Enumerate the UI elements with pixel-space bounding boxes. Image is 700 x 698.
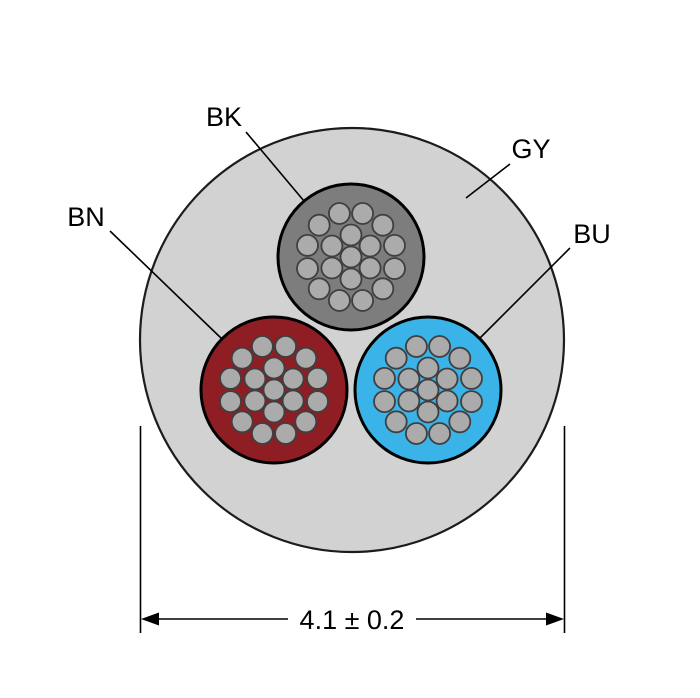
strands-bn [219,335,329,445]
label-gy: GY [511,134,550,164]
leader-line-bn [109,230,223,340]
dimension-arrow-right-icon [546,612,564,626]
wire-strand [250,335,274,358]
leader-line-bu [479,247,571,339]
wire-strand [281,389,305,413]
strands-bu [373,335,483,445]
wire-strand [404,422,428,445]
wire-strand [416,378,440,402]
wire-strand [383,233,406,257]
wire-strand [320,256,344,280]
wire-strand [262,400,286,424]
wire-strand [435,367,459,391]
wire-strand [243,389,267,413]
wire-strand [416,400,440,424]
wire-strand [404,335,428,358]
wire-strand [219,366,242,390]
wire-strand [339,267,363,291]
wire-strand [274,422,298,445]
wire-strand [351,202,375,225]
wire-strand [384,410,408,434]
conductor-bu [353,315,503,465]
wire-strand [262,378,286,402]
wire-strand [460,366,483,390]
wire-strand [281,367,305,391]
wire-strand [296,233,319,257]
dimension-arrow-left-icon [141,612,159,626]
wire-strand [448,346,472,370]
wire-strand [435,389,459,413]
wire-strand [230,346,254,370]
wire-strand [243,367,267,391]
wire-strand [339,245,363,269]
leader-line-bk [245,131,305,202]
wire-strand [416,356,440,380]
wire-strand [371,213,395,237]
wire-strand [219,390,242,414]
wire-strand [383,257,406,281]
wire-strand [339,223,363,247]
wire-strand [448,410,472,434]
wire-strand [230,410,254,434]
wire-strand [294,410,318,434]
label-bu: BU [573,219,611,249]
dimension-text: 4.1 ± 0.2 [300,605,405,635]
wire-strand [262,356,286,380]
wire-strand [351,289,375,312]
label-bn: BN [67,202,105,232]
conductor-bn [199,315,349,465]
wire-strand [294,346,318,370]
wire-strand [250,422,274,445]
wire-strand [274,335,298,358]
wire-strand [428,335,452,358]
wire-strand [327,202,351,225]
label-bk: BK [206,102,242,132]
wire-strand [320,234,344,258]
wire-strand [306,390,329,414]
wire-strand [373,366,396,390]
wire-strand [397,389,421,413]
wire-strand [306,366,329,390]
wire-strand [371,277,395,301]
conductor-bk [276,182,426,332]
wire-strand [358,256,382,280]
strands-bk [296,202,406,312]
wire-strand [307,277,331,301]
wire-strand [327,289,351,312]
wire-strand [358,234,382,258]
wire-strand [384,346,408,370]
wire-strand [307,213,331,237]
wire-strand [460,390,483,414]
wire-strand [373,390,396,414]
wire-strand [397,367,421,391]
wire-strand [296,257,319,281]
wire-strand [428,422,452,445]
leader-line-gy [465,163,511,199]
